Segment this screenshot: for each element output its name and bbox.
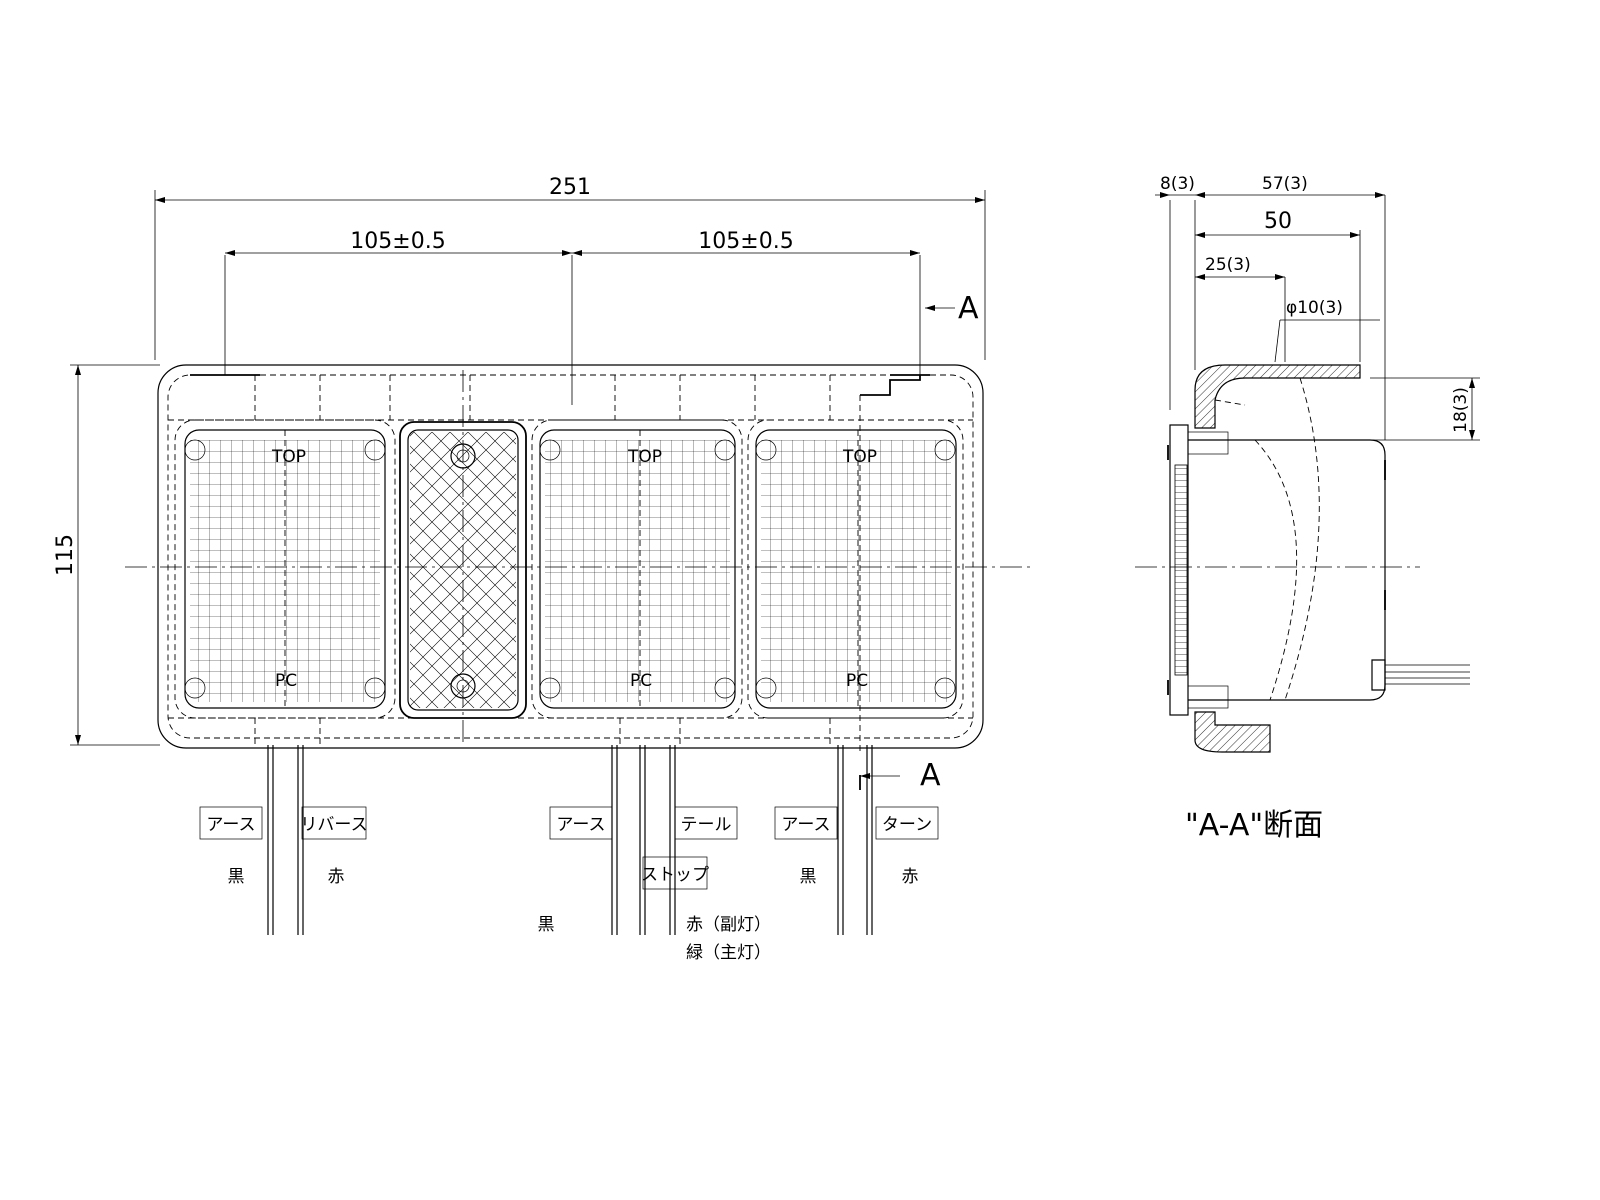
dim-pitch-left-text: 105±0.5: [350, 229, 445, 254]
svg-text:アース: アース: [781, 815, 830, 835]
svg-text:アース: アース: [206, 815, 255, 835]
svg-text:テール: テール: [681, 815, 732, 835]
lamp-turn: TOP PC: [747, 419, 964, 719]
dim-depth-text: 57(3): [1262, 174, 1308, 194]
wire-label-ground-1: アース 黒: [199, 806, 263, 887]
wire-color-red-3: 赤: [902, 867, 919, 887]
dim-115-text: 115: [53, 534, 78, 576]
dim-offset-text: 18(3): [1451, 387, 1471, 433]
dim-height: 115: [53, 364, 160, 746]
reflector: [399, 370, 527, 745]
wire-label-turn: ターン 赤: [875, 806, 939, 887]
front-view: 251 105±0.5 105±0.5 115: [53, 175, 1030, 963]
lamp-tail-stop: TOP PC: [531, 419, 743, 719]
wire-color-red-sub: 赤（副灯）: [686, 915, 771, 935]
dim-boss-text: 25(3): [1205, 255, 1251, 275]
lamp1-pc-label: PC: [275, 671, 297, 691]
dim-flange-text: 8(3): [1160, 174, 1195, 194]
wire-label-stop: ストップ 緑（主灯）: [641, 856, 771, 963]
wire-color-black-1: 黒: [228, 867, 245, 887]
dim-pitch: 105±0.5 105±0.5: [224, 229, 921, 405]
section-view: 8(3) 57(3) 50 25(3) φ10(3) 18(3): [1135, 174, 1480, 843]
wire-label-ground-2: アース 黒: [538, 806, 613, 935]
dim-pitch-right-text: 105±0.5: [698, 229, 793, 254]
dim-overall-width: 251: [154, 175, 986, 360]
svg-text:アース: アース: [556, 815, 605, 835]
section-housing: [1135, 364, 1470, 753]
lamp-reverse: TOP PC: [174, 419, 396, 719]
lamp1-top-label: TOP: [271, 447, 306, 467]
housing-inner-dashed: [167, 374, 974, 739]
lamp2-pc-label: PC: [630, 671, 652, 691]
svg-text:ストップ: ストップ: [641, 865, 709, 885]
dim-hole-text: φ10(3): [1286, 298, 1343, 318]
dim-251-text: 251: [549, 175, 591, 200]
section-title: "A-A"断面: [1185, 808, 1323, 843]
svg-text:リバース: リバース: [300, 815, 367, 835]
lamp3-top-label: TOP: [842, 447, 877, 467]
wire-color-black-3: 黒: [800, 867, 817, 887]
wire-label-ground-3: アース 黒: [774, 806, 838, 887]
section-dims: 8(3) 57(3) 50 25(3) φ10(3) 18(3): [1155, 174, 1480, 441]
wire-label-tail: テール 赤（副灯）: [674, 806, 771, 935]
wire-color-black-2: 黒: [538, 915, 555, 935]
svg-text:ターン: ターン: [882, 815, 932, 835]
section-marker-bottom: A: [920, 758, 941, 793]
section-marker-top: A: [958, 291, 979, 326]
wire-label-reverse: リバース 赤: [300, 806, 368, 887]
dim-body-text: 50: [1264, 209, 1292, 234]
wire-color-green-main: 緑（主灯）: [686, 943, 771, 963]
wire-color-red-1: 赤: [328, 867, 345, 887]
top-ribs: [190, 374, 930, 748]
housing-outline: [157, 364, 984, 749]
lamp3-pc-label: PC: [846, 671, 868, 691]
wire-harness: [267, 745, 873, 935]
lamp2-top-label: TOP: [627, 447, 662, 467]
